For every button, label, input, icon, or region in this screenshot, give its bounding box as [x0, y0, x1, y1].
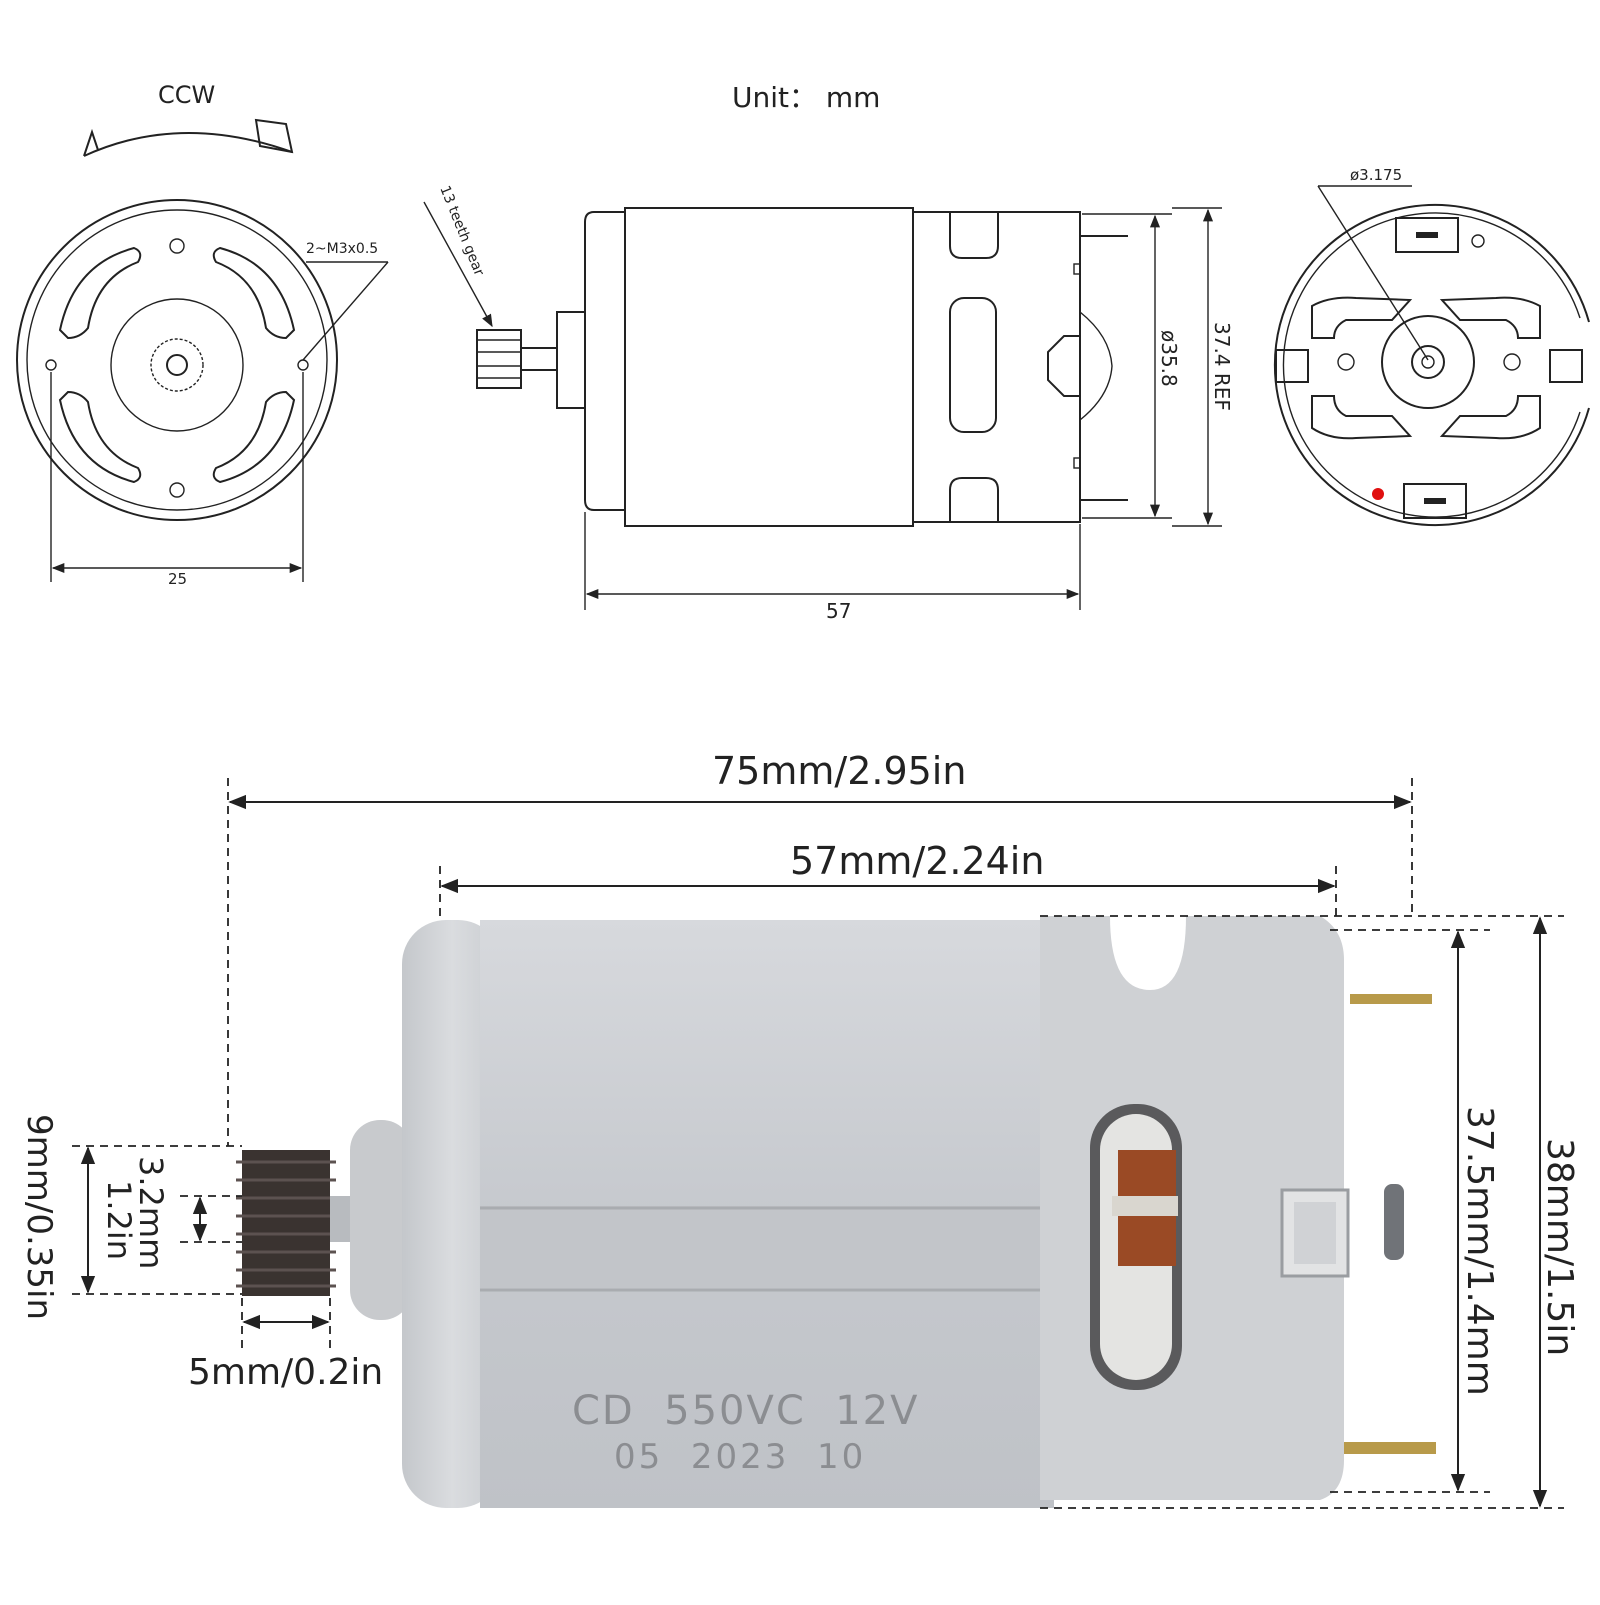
- rear-notch-left: [1275, 349, 1309, 383]
- screw-hole-left: [45, 359, 57, 371]
- drawing-shaft: [520, 347, 558, 371]
- body-diameter-label: ø35.8: [1157, 330, 1181, 387]
- rear-hole-left: [1337, 353, 1355, 371]
- rear-spring-top-left: [1311, 296, 1413, 339]
- gear-width-label: 5mm/0.2in: [188, 1352, 383, 1393]
- body-length-label: 57: [826, 599, 851, 623]
- motor-photo: CD 550VC 12V 05 2023 10: [236, 916, 1436, 1508]
- rear-shaft: [1421, 355, 1435, 369]
- ccw-arrowhead: [83, 128, 99, 157]
- mount-hole-top: [169, 238, 185, 254]
- photo-terminal-top: [1350, 994, 1432, 1004]
- rear-tab-1: [1073, 263, 1081, 275]
- vent-slot-bottom-left: [58, 390, 142, 484]
- brush-bar-top: [1416, 232, 1438, 238]
- photo-rear-bushing-inner: [1294, 1202, 1336, 1264]
- rear-boss: [1381, 315, 1475, 409]
- polarity-red-dot: [1372, 488, 1384, 500]
- photo-boss: [350, 1120, 412, 1320]
- height-inner-label: 37.5mm/1.4mm: [1459, 1106, 1500, 1396]
- rear-slot-top: [949, 212, 999, 259]
- height-outer-label: 38mm/1.5in: [1539, 1138, 1580, 1356]
- drawing-can: [624, 207, 914, 527]
- drawing-boss: [556, 311, 586, 409]
- rear-shaft-ring: [1411, 345, 1445, 379]
- drawing-end-cap: [584, 211, 625, 511]
- photo-dimensions: 75mm/2.95in 57mm/2.24in 37.5mm/1.4mm 38m…: [19, 749, 1580, 1509]
- rear-small-hole: [1471, 234, 1485, 248]
- screw-hole-right: [297, 359, 309, 371]
- marking-line1: CD 550VC 12V: [572, 1388, 920, 1434]
- overall-length-label: 75mm/2.95in: [712, 749, 966, 793]
- gear-outline: [150, 338, 204, 392]
- screw-spec-label: 2~M3x0.5: [306, 241, 378, 257]
- rotation-label: CCW: [158, 81, 215, 109]
- shaft-size-label: 3.2mm: [132, 1156, 170, 1269]
- brush-holder-bottom: [1403, 483, 1467, 519]
- photo-can-seam: [480, 1206, 1054, 1288]
- gear-leader: [423, 201, 493, 328]
- photo-gear-teeth: [236, 1160, 336, 1288]
- rear-tab-2: [1073, 457, 1081, 469]
- rear-window: [949, 297, 997, 433]
- photo-rear-notch: [1110, 916, 1186, 990]
- overall-ref-label: 37.4 REF: [1210, 322, 1234, 411]
- rear-notch-right: [1549, 349, 1583, 383]
- rear-spring-top-right: [1439, 296, 1541, 339]
- gear-height-label: 9mm/0.35in: [19, 1114, 59, 1320]
- photo-body-length-label: 57mm/2.24in: [790, 839, 1044, 883]
- photo-end-cap: [402, 920, 502, 1508]
- front-outer-ring: [16, 199, 338, 521]
- front-inner-ring: [26, 209, 328, 511]
- rear-bushing: [1047, 335, 1080, 397]
- side-view: 13 teeth gear ø35.8: [423, 184, 1234, 623]
- screw-leader-2: [302, 261, 389, 361]
- brush-holder-top: [1395, 217, 1459, 253]
- photo-brush-arm: [1112, 1196, 1178, 1216]
- bearing-boss: [110, 298, 244, 432]
- ccw-arc-arrow: [83, 131, 293, 157]
- drawing-gear: [476, 329, 522, 389]
- rear-hole-right: [1503, 353, 1521, 371]
- shaft-hole: [166, 354, 188, 376]
- front-view: CCW 2~M3x0.5 25: [16, 81, 389, 588]
- rear-slot-bottom: [949, 477, 999, 522]
- vent-slot-top-left: [58, 246, 142, 340]
- rear-inner-ring: [1282, 212, 1581, 518]
- photo-terminal-bottom: [1344, 1442, 1436, 1454]
- shaft-diameter-label: ø3.175: [1350, 166, 1402, 184]
- ccw-tail: [254, 118, 294, 154]
- photo-gear: [242, 1150, 330, 1296]
- shaft-size-in-label: 1.2in: [100, 1180, 138, 1260]
- rear-spring-bottom-right: [1439, 395, 1541, 440]
- rear-bushing-outer: [1079, 311, 1113, 421]
- rear-spring-bottom-left: [1311, 395, 1413, 440]
- vent-slot-bottom-right: [212, 390, 296, 484]
- gear-label: 13 teeth gear: [436, 184, 487, 279]
- rear-outer-ring: [1273, 204, 1590, 526]
- vent-slot-top-right: [212, 246, 296, 340]
- mount-hole-bottom: [169, 482, 185, 498]
- marking-line2: 05 2023 10: [614, 1437, 866, 1477]
- brush-bar-bottom: [1424, 498, 1446, 504]
- photo-rear-shaft-stub: [1384, 1184, 1404, 1260]
- rear-view: ø3.175: [1273, 166, 1590, 526]
- shaft-leader-2: [1317, 185, 1429, 361]
- front-width-label: 25: [168, 570, 187, 588]
- unit-label: Unit： mm: [732, 81, 880, 114]
